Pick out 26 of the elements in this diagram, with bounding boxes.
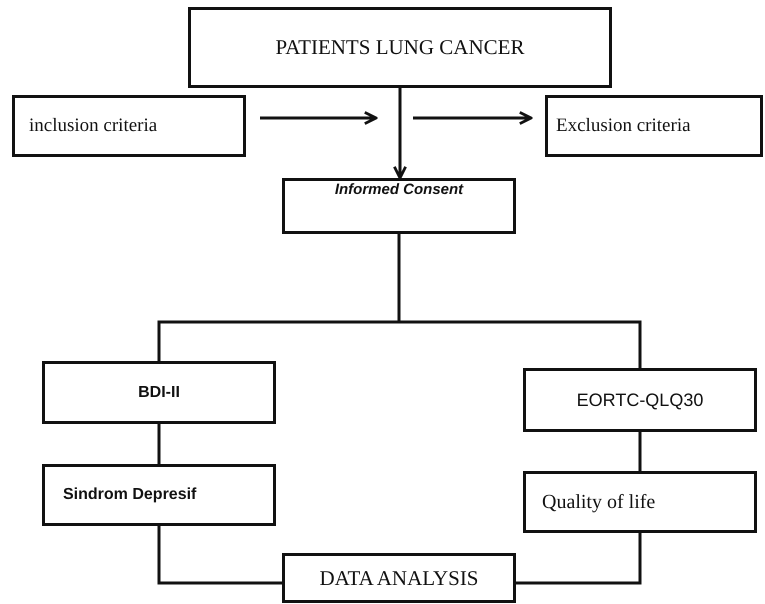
process-box — [282, 553, 516, 603]
connector-line — [638, 432, 642, 471]
arrow — [393, 88, 407, 180]
arrow — [413, 111, 532, 125]
process-box — [282, 178, 516, 234]
box-label: EORTC-QLQ30 — [576, 390, 704, 410]
connector-line — [158, 526, 282, 584]
process-box — [42, 464, 276, 526]
connector-line — [398, 234, 642, 368]
process-box — [188, 7, 612, 88]
box-label: Sindrom Depresif — [63, 486, 196, 504]
box-label: DATA ANALYSIS — [320, 566, 478, 590]
process-box — [42, 361, 276, 424]
arrow — [260, 111, 378, 125]
connector-line — [516, 533, 642, 584]
box-label: BDI-II — [138, 384, 180, 402]
connector-line — [158, 424, 160, 464]
box-label: Informed Consent — [334, 181, 464, 198]
process-box — [545, 95, 763, 157]
process-box — [523, 471, 757, 533]
process-box — [523, 368, 757, 432]
box-label: PATIENTS LUNG CANCER — [276, 35, 524, 60]
box-label: Quality of life — [542, 490, 656, 514]
box-label: Exclusion criteria — [556, 115, 691, 137]
box-label: inclusion criteria — [29, 115, 158, 137]
process-box — [12, 95, 246, 157]
